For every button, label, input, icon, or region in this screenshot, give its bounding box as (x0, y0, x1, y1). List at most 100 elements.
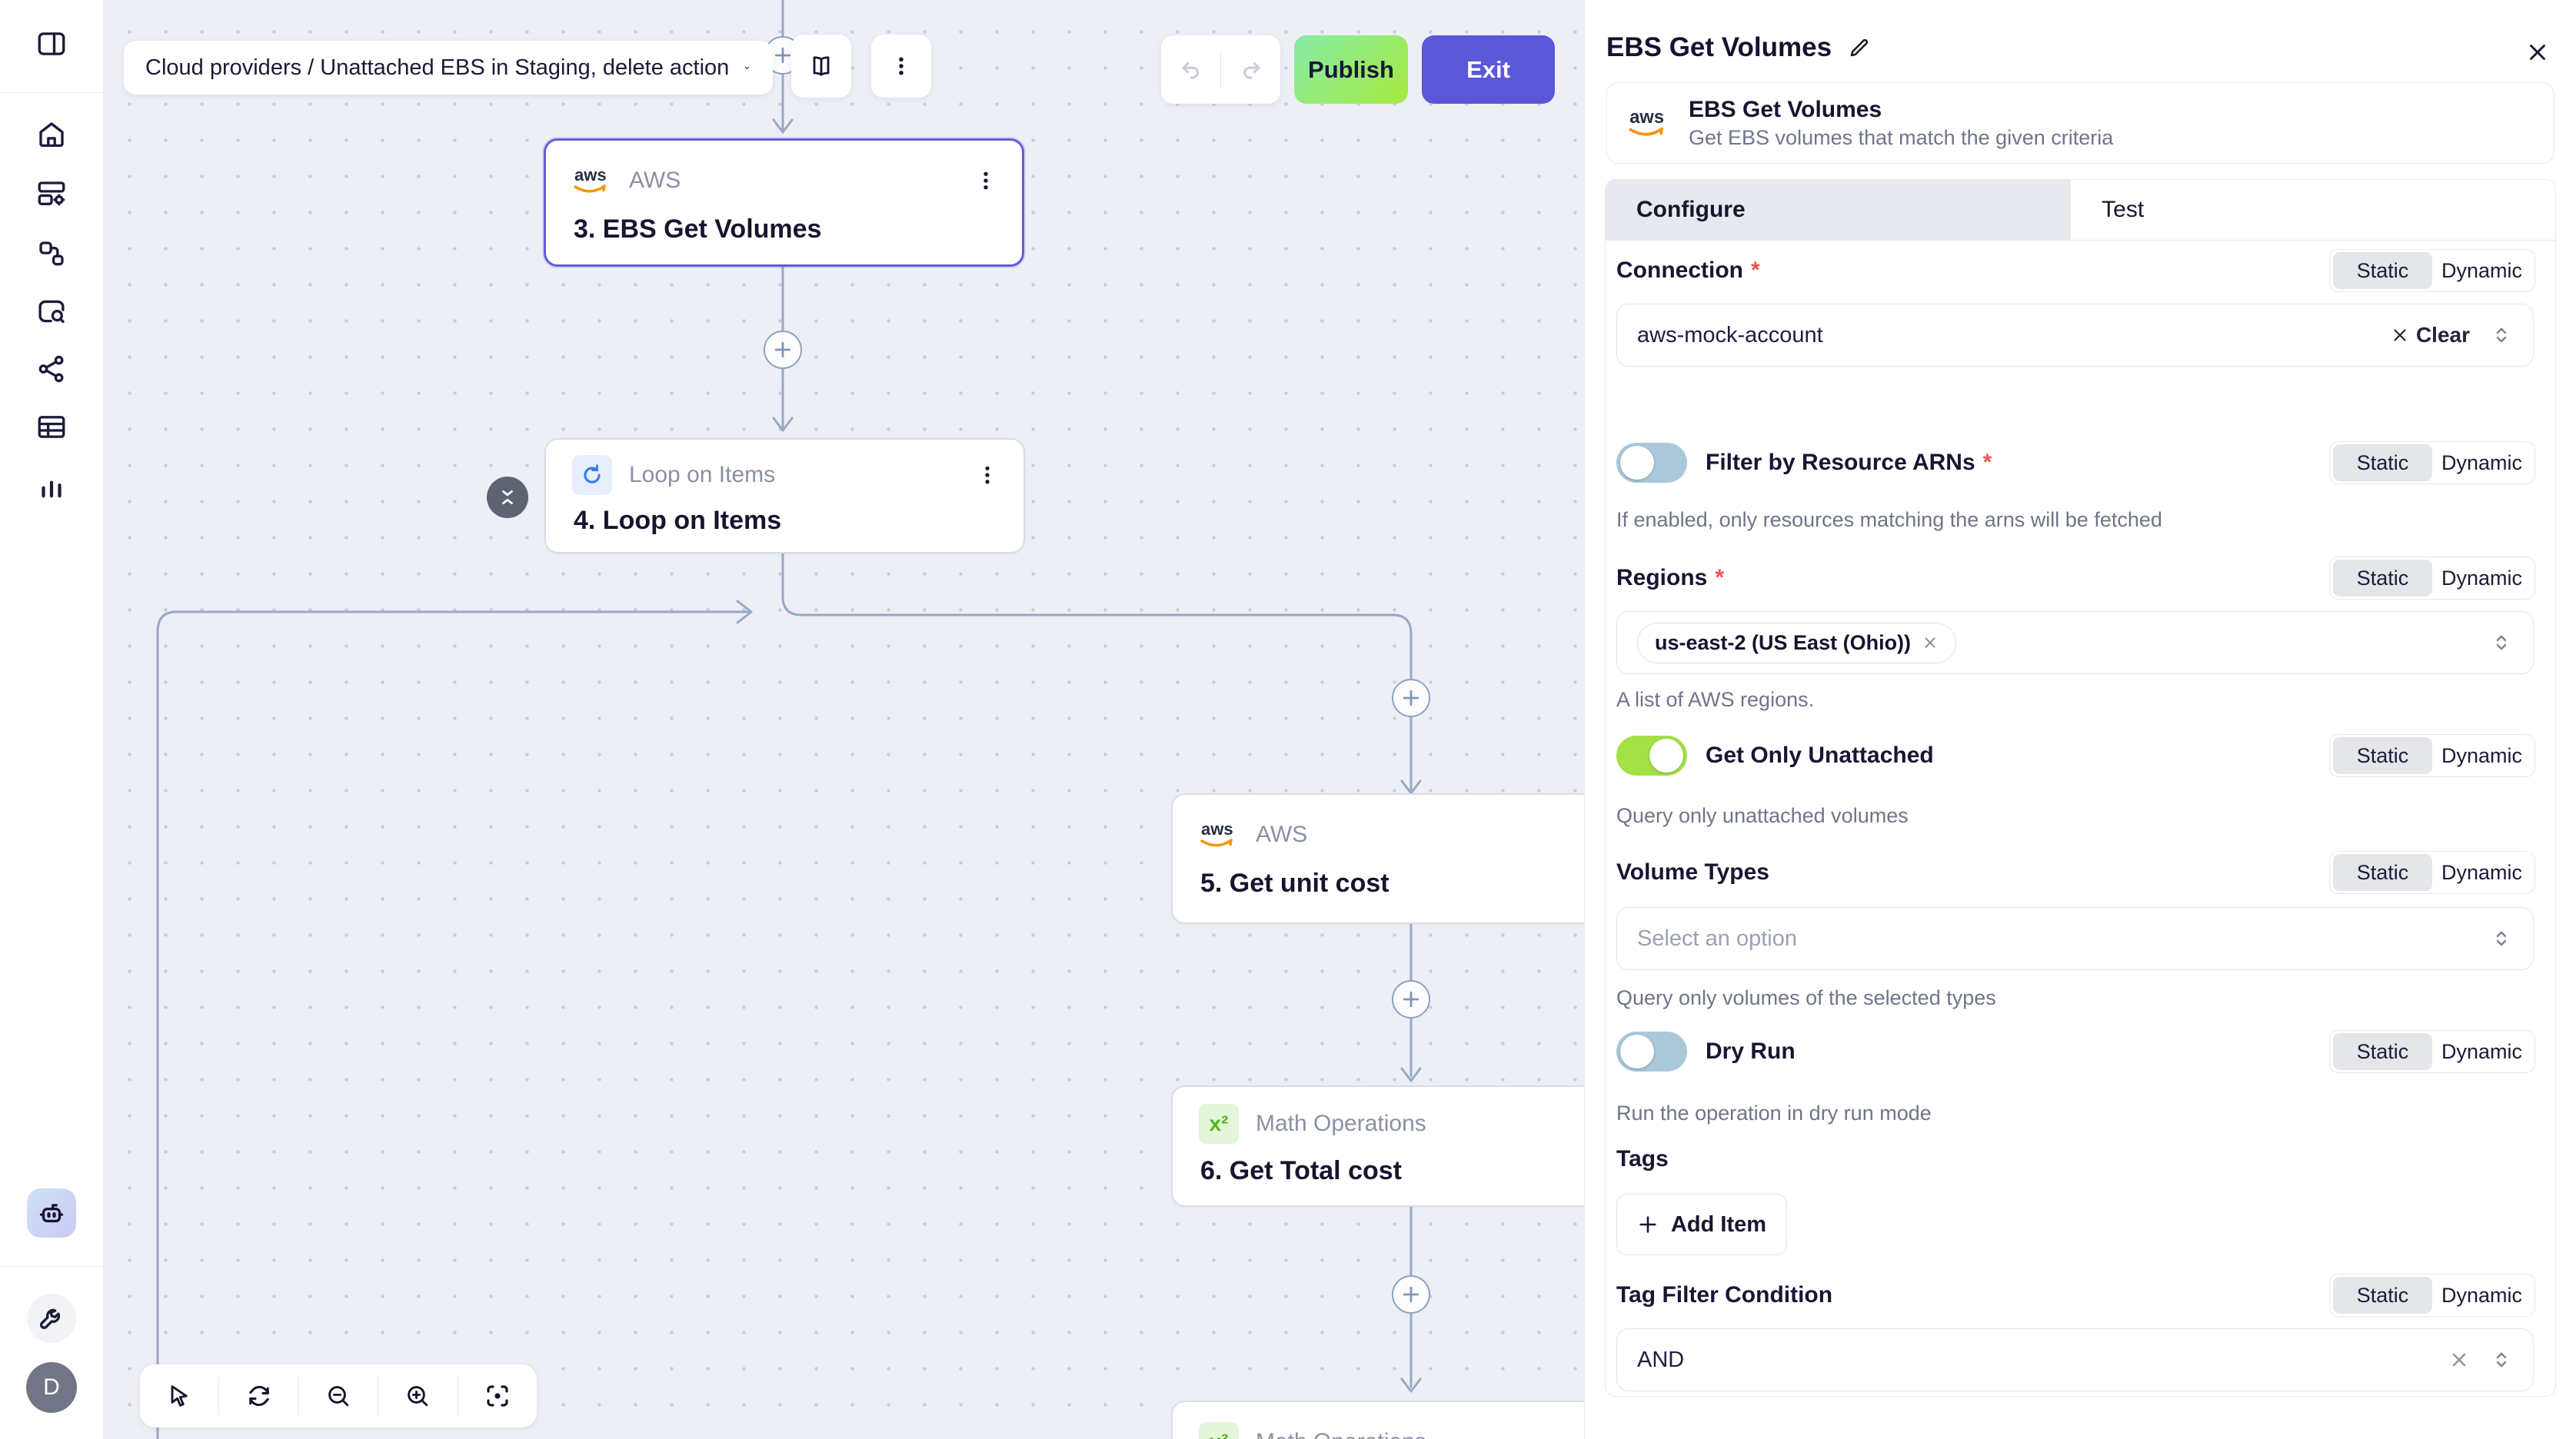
dry-run-toggle[interactable] (1616, 1032, 1687, 1072)
static-option[interactable]: Static (2333, 854, 2432, 891)
static-option[interactable]: Static (2333, 737, 2432, 774)
exit-button[interactable]: Exit (1422, 35, 1555, 104)
connection-select[interactable]: aws-mock-account Clear (1616, 304, 2534, 367)
dynamic-option[interactable]: Dynamic (2441, 258, 2523, 282)
node-math-operations[interactable]: x² Math Operations (1171, 1401, 1584, 1439)
bar-chart-icon[interactable] (34, 468, 69, 503)
kebab-icon[interactable] (973, 168, 999, 194)
field-label: Dry Run (1706, 1039, 1796, 1064)
zoom-in-icon[interactable] (378, 1364, 457, 1427)
math-icon-glyph: x² (1210, 1430, 1229, 1439)
node-ebs-get-volumes[interactable]: aws AWS 3. EBS Get Volumes (544, 138, 1024, 267)
breadcrumb: Cloud providers / Unattached EBS in Stag… (145, 55, 730, 80)
workflow-breadcrumb-dropdown[interactable]: Cloud providers / Unattached EBS in Stag… (124, 41, 773, 95)
add-step-button[interactable] (1392, 1275, 1430, 1314)
share-icon[interactable] (34, 351, 69, 387)
add-step-button[interactable] (764, 331, 802, 369)
collapse-loop-button[interactable] (487, 477, 528, 518)
static-option[interactable]: Static (2333, 1277, 2432, 1314)
filter-arns-toggle[interactable] (1616, 443, 1687, 483)
static-dynamic-toggle: Static Dynamic (2329, 734, 2535, 777)
tab-configure[interactable]: Configure (1606, 180, 2072, 240)
static-dynamic-toggle: Static Dynamic (2329, 1274, 2535, 1317)
dynamic-option[interactable]: Dynamic (2441, 1283, 2523, 1307)
math-icon: x² (1199, 1422, 1239, 1439)
flow-icon[interactable] (34, 236, 69, 271)
tab-test[interactable]: Test (2071, 180, 2555, 240)
panel-toggle-icon[interactable] (34, 26, 69, 61)
add-step-button[interactable] (1392, 980, 1430, 1019)
zoom-out-icon[interactable] (299, 1364, 378, 1427)
focus-icon[interactable] (458, 1364, 537, 1427)
static-option[interactable]: Static (2333, 1033, 2432, 1070)
dynamic-option[interactable]: Dynamic (2441, 450, 2523, 474)
avatar[interactable]: D (26, 1362, 77, 1413)
node-title: 5. Get unit cost (1200, 869, 1390, 898)
action-name: EBS Get Volumes (1689, 96, 1882, 122)
home-icon[interactable] (34, 117, 69, 152)
field-help: A list of AWS regions. (1616, 688, 1815, 711)
static-option[interactable]: Static (2333, 560, 2432, 597)
static-option[interactable]: Static (2333, 252, 2432, 289)
cursor-icon[interactable] (140, 1364, 218, 1427)
field-label: Tags (1616, 1146, 1669, 1171)
field-row-dry-run: Dry Run Static Dynamic (1616, 1030, 2535, 1073)
dynamic-option[interactable]: Dynamic (2441, 743, 2523, 767)
static-dynamic-toggle: Static Dynamic (2329, 249, 2535, 292)
field-help: Run the operation in dry run mode (1616, 1102, 1932, 1125)
loop-icon (572, 455, 612, 495)
node-app-label: AWS (1256, 822, 1308, 847)
plus-icon (1639, 1216, 1656, 1233)
get-only-unattached-toggle[interactable] (1616, 736, 1687, 776)
undo-redo-group (1161, 35, 1280, 104)
dynamic-option[interactable]: Dynamic (2441, 1039, 2523, 1063)
search-box-icon[interactable] (34, 294, 69, 329)
regions-select[interactable]: us-east-2 (US East (Ohio)) (1616, 611, 2534, 674)
svg-text:aws: aws (1201, 819, 1233, 839)
node-loop-on-items[interactable]: Loop on Items 4. Loop on Items (544, 438, 1025, 553)
redo-icon[interactable] (1221, 35, 1280, 104)
select-placeholder: Select an option (1637, 926, 1797, 951)
close-icon[interactable] (2524, 38, 2551, 66)
aws-icon: aws (1627, 105, 1670, 141)
node-app-label: Loop on Items (629, 462, 776, 487)
sidebar-divider (0, 92, 104, 93)
kebab-icon[interactable] (974, 462, 1000, 488)
table-icon[interactable] (34, 409, 69, 444)
publish-button[interactable]: Publish (1294, 35, 1408, 104)
field-label: Volume Types (1616, 859, 1769, 885)
dynamic-option[interactable]: Dynamic (2441, 860, 2523, 884)
refresh-icon[interactable] (219, 1364, 298, 1427)
svg-text:aws: aws (574, 165, 607, 184)
add-step-button[interactable] (1392, 679, 1430, 717)
dashboard-icon[interactable] (34, 176, 69, 211)
select-chevrons-icon (2496, 931, 2507, 946)
volume-types-select[interactable]: Select an option (1616, 907, 2534, 970)
wrench-icon[interactable] (27, 1294, 76, 1343)
robot-icon[interactable] (27, 1188, 76, 1238)
chip-remove-icon[interactable] (1922, 634, 1939, 651)
node-get-total-cost[interactable]: x² Math Operations 6. Get Total cost (1171, 1085, 1584, 1207)
node-title: 4. Loop on Items (574, 506, 782, 535)
edit-pencil-icon[interactable] (1847, 35, 1872, 60)
clear-button[interactable]: Clear (2390, 323, 2470, 347)
tag-filter-select[interactable]: AND (1616, 1328, 2534, 1391)
sidebar-divider (0, 1266, 104, 1267)
static-option[interactable]: Static (2333, 444, 2432, 481)
field-row-tags: Tags (1616, 1138, 2535, 1181)
library-button[interactable] (791, 35, 851, 98)
select-chevrons-icon (2496, 635, 2507, 650)
connection-value: aws-mock-account (1637, 322, 1823, 347)
node-get-unit-cost[interactable]: aws AWS 5. Get unit cost (1171, 793, 1584, 924)
clear-x-icon[interactable] (2448, 1349, 2470, 1371)
workflow-canvas[interactable]: aws AWS 3. EBS Get Volumes Loop on Items… (104, 0, 1584, 1439)
static-dynamic-toggle: Static Dynamic (2329, 441, 2535, 484)
add-item-button[interactable]: Add Item (1616, 1194, 1787, 1255)
aws-icon: aws (572, 161, 612, 201)
undo-icon[interactable] (1161, 35, 1220, 104)
more-options-button[interactable] (871, 35, 931, 98)
dynamic-option[interactable]: Dynamic (2441, 566, 2523, 590)
